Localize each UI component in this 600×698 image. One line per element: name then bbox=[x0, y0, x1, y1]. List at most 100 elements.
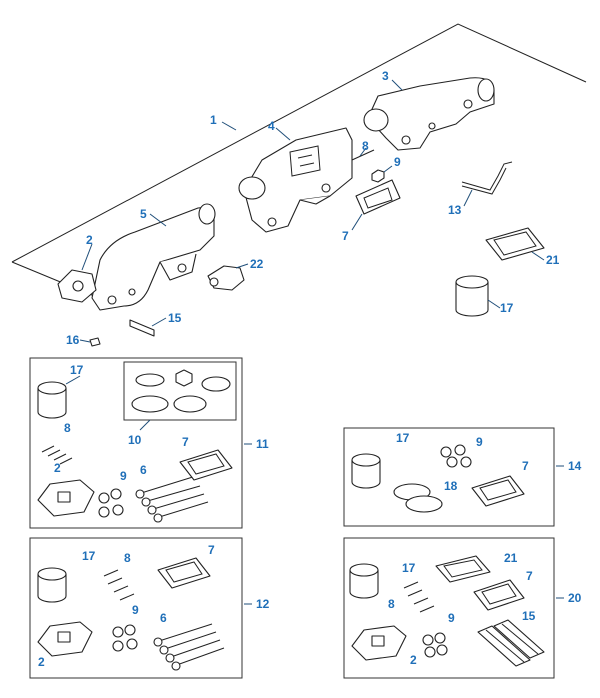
callout-7: 7 bbox=[342, 229, 349, 243]
kit-14-gasket bbox=[471, 475, 525, 507]
kit-14-panel: 17 9 7 14 18 bbox=[343, 427, 582, 527]
leader-16 bbox=[79, 339, 91, 343]
leader-5 bbox=[149, 213, 167, 227]
kit-11-bolts bbox=[135, 475, 209, 523]
kit-11-callout-7: 7 bbox=[182, 435, 189, 449]
sensor bbox=[207, 265, 245, 291]
kit-12-gasket-plate bbox=[37, 621, 93, 657]
callout-21: 21 bbox=[546, 253, 560, 267]
callout-2: 2 bbox=[86, 233, 93, 247]
leader-4 bbox=[275, 127, 291, 141]
kit-20-frame bbox=[343, 537, 555, 679]
kit-12-callout-7: 7 bbox=[208, 543, 215, 557]
kit-11-callout-kit: 11 bbox=[256, 437, 269, 451]
manifold-rear bbox=[363, 77, 495, 151]
kit-11-rings-box bbox=[123, 361, 237, 421]
kit-20-callout-15: 15 bbox=[522, 609, 536, 623]
kit-11-callout-8: 8 bbox=[64, 421, 71, 435]
leader-17 bbox=[487, 299, 501, 309]
kit-11-callout-10: 10 bbox=[128, 433, 142, 447]
leader-9 bbox=[383, 165, 393, 173]
callout-13: 13 bbox=[448, 203, 462, 217]
kit-14-callout-17: 17 bbox=[396, 431, 410, 445]
callout-9: 9 bbox=[394, 155, 401, 169]
leader-3 bbox=[391, 79, 403, 91]
kit-12-callout-17: 17 bbox=[82, 549, 96, 563]
kit-20-callout-8: 8 bbox=[388, 597, 395, 611]
leader-21 bbox=[531, 251, 545, 261]
callout-16: 16 bbox=[66, 333, 80, 347]
leader-7 bbox=[351, 213, 363, 231]
kit-20-callout-17: 17 bbox=[402, 561, 416, 575]
kit-12-callout-6: 6 bbox=[160, 611, 167, 625]
kit-12-callout-9: 9 bbox=[132, 603, 139, 617]
kit-12-callout-2: 2 bbox=[38, 655, 45, 669]
leader-8 bbox=[359, 147, 367, 157]
kit-20-panel: 17 21 7 20 8 15 9 2 bbox=[343, 537, 582, 679]
plug bbox=[89, 337, 101, 347]
kit-11-panel: 17 10 7 11 8 2 9 6 bbox=[29, 357, 269, 529]
kit-11-gasket bbox=[179, 449, 233, 481]
kit-14-callout-9: 9 bbox=[476, 435, 483, 449]
callout-4: 4 bbox=[268, 119, 275, 133]
manifold-center bbox=[238, 127, 353, 233]
leader-13 bbox=[463, 189, 473, 207]
main-assembly: 1 2 3 4 5 8 9 7 13 22 15 16 21 17 bbox=[11, 23, 587, 347]
kit-14-callout-kit: 14 bbox=[568, 459, 582, 473]
kit-20-studs bbox=[403, 581, 435, 613]
kit-20-nuts bbox=[422, 632, 448, 658]
stud-center bbox=[351, 149, 375, 161]
kit-12-studs bbox=[103, 569, 135, 601]
sleeve bbox=[455, 275, 489, 317]
kit-20-callout-9: 9 bbox=[448, 611, 455, 625]
kit-11-callout-6: 6 bbox=[140, 463, 147, 477]
kit-11-callout-17: 17 bbox=[70, 363, 84, 377]
kit-14-sleeve bbox=[351, 453, 381, 489]
kit-14-callout-18: 18 bbox=[444, 479, 458, 493]
kit-11-sleeve bbox=[37, 381, 67, 419]
kit-20-sleeve bbox=[349, 563, 379, 599]
kit-11-frame bbox=[29, 357, 243, 529]
kit-20-callout-7: 7 bbox=[526, 569, 533, 583]
kit-14-frame bbox=[343, 427, 555, 527]
kit-20-callout-2: 2 bbox=[410, 653, 417, 667]
kit-12-callout-kit: 12 bbox=[256, 597, 270, 611]
callout-3: 3 bbox=[382, 69, 389, 83]
kit-11-callout-9: 9 bbox=[120, 469, 127, 483]
kit-20-gasket-square bbox=[435, 555, 491, 583]
leader-22 bbox=[235, 263, 249, 269]
kit-14-nuts bbox=[440, 444, 472, 468]
kit-11-callout-2: 2 bbox=[54, 461, 61, 475]
manifold-front bbox=[91, 203, 216, 311]
kit-14-clamps bbox=[393, 483, 443, 513]
kit-14-callout-7: 7 bbox=[522, 459, 529, 473]
callout-5: 5 bbox=[140, 207, 147, 221]
kit-12-panel: 17 8 7 12 2 9 6 bbox=[29, 537, 270, 679]
kit-12-frame bbox=[29, 537, 243, 679]
kit-20-gasket bbox=[473, 579, 525, 611]
kit-12-callout-8: 8 bbox=[124, 551, 131, 565]
kit-12-bolts bbox=[153, 623, 225, 671]
callout-1: 1 bbox=[210, 113, 217, 127]
leader-15 bbox=[151, 317, 167, 327]
leader-2 bbox=[81, 243, 93, 271]
kit-20-gasket-plate bbox=[351, 625, 407, 661]
kit-12-nuts bbox=[112, 624, 138, 652]
kit-20-callout-kit: 20 bbox=[568, 591, 582, 605]
kit-11-nuts bbox=[98, 488, 124, 518]
kit-12-sleeve bbox=[37, 567, 67, 603]
rings bbox=[131, 369, 231, 413]
kit-12-gasket bbox=[157, 557, 211, 589]
bolt bbox=[129, 319, 155, 337]
callout-8: 8 bbox=[362, 139, 369, 153]
nut-center bbox=[371, 169, 385, 183]
gasket-square bbox=[485, 227, 545, 261]
kit-11-studs bbox=[41, 445, 73, 465]
kit-20-callout-21: 21 bbox=[504, 551, 518, 565]
callout-15: 15 bbox=[168, 311, 182, 325]
gasket-center bbox=[355, 179, 401, 215]
leader-1 bbox=[221, 121, 237, 131]
gasket-left-port bbox=[72, 280, 84, 292]
kit-11-gasket-plate bbox=[37, 479, 95, 517]
